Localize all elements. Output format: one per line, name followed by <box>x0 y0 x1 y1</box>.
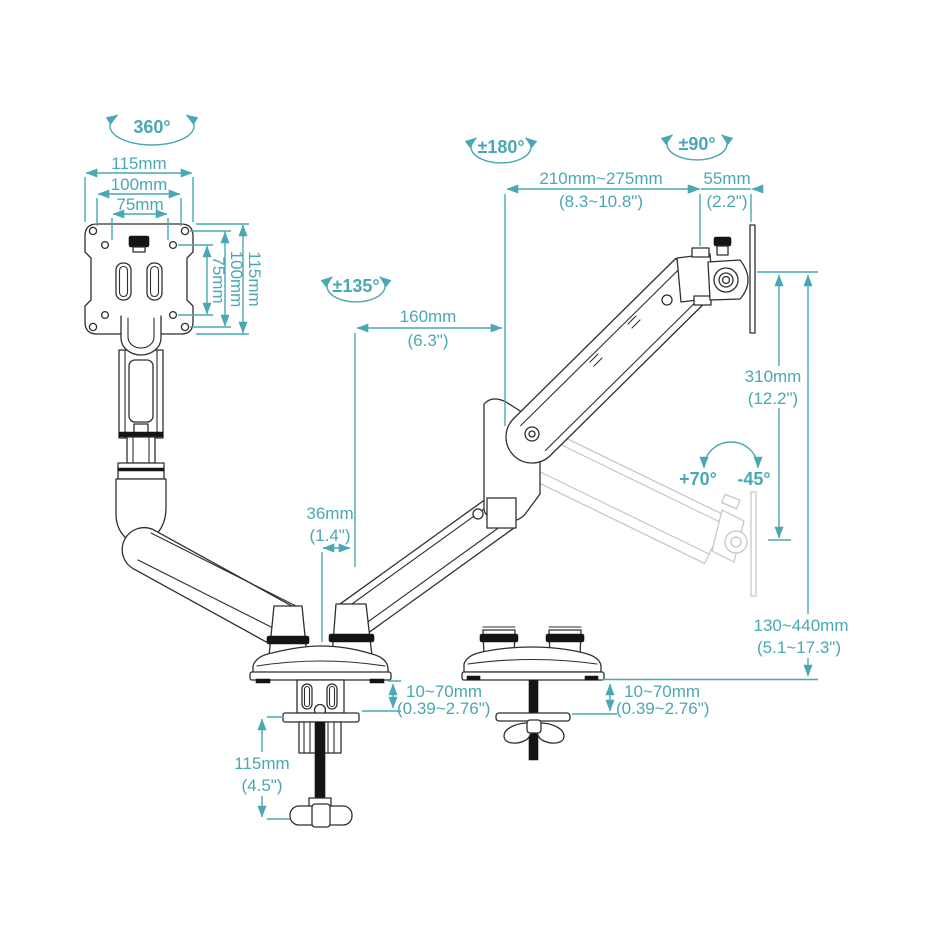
dim-plate-width-100: 100mm <box>111 175 168 194</box>
grommet-screw-assembly <box>495 679 571 761</box>
dim-plate-height-75: 75mm <box>209 256 228 303</box>
rotation-annotations: 360° ±135° ±180° ±90° +70° -45° <box>105 114 771 489</box>
vesa-slot-left <box>115 262 132 301</box>
dim-lift-in: (12.2") <box>748 389 798 408</box>
dim-forearm-in: (6.3") <box>408 331 449 350</box>
dim-head-mm: 55mm <box>703 169 750 188</box>
dim-clamp-right-mm: 10~70mm <box>624 682 700 701</box>
dim-plate-width-115: 115mm <box>111 154 166 173</box>
c-clamp-screw-assembly <box>282 679 360 828</box>
rotation-label-90: ±90° <box>678 134 715 154</box>
dim-lift-mm: 310mm <box>745 367 802 386</box>
dim-clamp-left-in: (0.39~2.76") <box>397 699 490 718</box>
thumbscrew <box>713 236 732 247</box>
tilt-arc <box>699 441 763 469</box>
rotation-arc-135 <box>320 276 392 303</box>
dim-plate-height-100: 100mm <box>227 251 246 308</box>
vesa-plate-outline <box>84 223 194 335</box>
dim-gap-in: (1.4") <box>310 526 351 545</box>
grommet-mount-base <box>461 626 605 681</box>
tilt-label-up: +70° <box>679 469 717 489</box>
dim-reach-in: (8.3~10.8") <box>559 192 643 211</box>
vesa-slot-right <box>146 262 163 301</box>
rotation-label-180: ±180° <box>477 137 524 157</box>
dim-height-mm: 130~440mm <box>754 616 849 635</box>
head-vesa-plate-side <box>749 224 756 334</box>
dim-post-mm: 115mm <box>234 754 289 773</box>
dim-forearm-mm: 160mm <box>400 307 457 326</box>
dim-gap-mm: 36mm <box>306 504 353 523</box>
dim-post-in: (4.5") <box>242 776 283 795</box>
rotation-arc-90 <box>660 134 734 161</box>
monitor-head-joint <box>676 224 756 334</box>
clamp-threaded-rod <box>314 721 326 801</box>
dim-height-in: (5.1~17.3") <box>757 638 841 657</box>
ghost-arm-lowered-position <box>508 425 757 597</box>
rotation-label-360: 360° <box>133 117 170 137</box>
desk-clamp-base <box>249 603 392 684</box>
tilt-label-down: -45° <box>737 469 770 489</box>
rotation-label-135: ±135° <box>332 276 379 296</box>
left-forearm-column <box>115 349 167 547</box>
dim-reach-mm: 210mm~275mm <box>539 169 662 188</box>
dim-clamp-left-mm: 10~70mm <box>406 682 482 701</box>
rotation-arc-360 <box>105 114 199 146</box>
plate-arm-bracket <box>120 315 162 356</box>
upper-gas-spring-arm <box>483 257 713 529</box>
rotation-arc-180 <box>464 137 538 164</box>
dim-plate-height-115: 115mm <box>245 251 264 306</box>
dimension-annotations: 115mm 100mm 75mm 75mm 100mm 115mm 210mm~… <box>84 154 850 820</box>
vesa-top-clip <box>128 235 150 248</box>
vesa-plate-front <box>84 223 194 356</box>
dim-head-in: (2.2") <box>707 192 748 211</box>
left-gas-spring-arm <box>121 526 301 651</box>
dim-plate-width-75: 75mm <box>116 195 163 214</box>
dim-clamp-right-in: (0.39~2.76") <box>616 699 709 718</box>
